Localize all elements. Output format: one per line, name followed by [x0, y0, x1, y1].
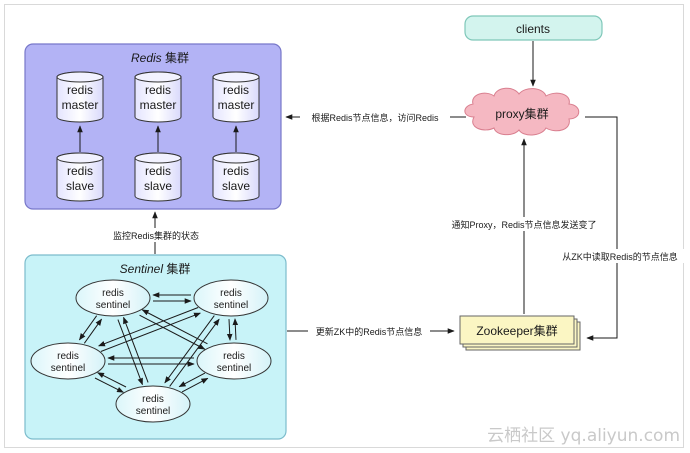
- sentinel-label-line: redis: [223, 351, 245, 362]
- sentinel-label-line: sentinel: [217, 363, 251, 374]
- clients-node: clients: [464, 15, 603, 41]
- clients-box: [464, 15, 603, 41]
- cylinder-top: [56, 71, 104, 83]
- sentinel-label-line: sentinel: [136, 406, 170, 417]
- edge-label-bg: [556, 249, 684, 263]
- sentinel-link-arrow: [98, 307, 199, 347]
- edge-label-bg: [300, 110, 450, 124]
- node-label-line: redis: [67, 83, 93, 97]
- zookeeper-label: Zookeeper集群: [476, 323, 557, 338]
- cylinder-top: [212, 71, 260, 83]
- sentinel-link-arrow: [83, 318, 102, 344]
- node-label-line: master: [140, 98, 177, 112]
- sentinel-cluster-title: Sentinel 集群: [120, 261, 191, 276]
- watermark: 云栖社区 yq.aliyun.com: [487, 426, 680, 446]
- sentinel-link-arrow: [79, 315, 98, 341]
- sentinel-link-arrow: [97, 372, 127, 388]
- sentinel-link-arrow: [181, 377, 209, 393]
- node-label-line: redis: [67, 164, 93, 178]
- sentinel-link-arrow: [178, 372, 206, 388]
- redis-cluster-title: Redis 集群: [131, 50, 189, 65]
- edge-label-sentinel-to-zk: 更新ZK中的Redis节点信息: [316, 326, 423, 337]
- node-label-line: slave: [144, 179, 172, 193]
- sentinel-label-line: redis: [220, 288, 242, 299]
- sentinel-ellipse: [115, 385, 191, 423]
- sentinel-label-line: redis: [57, 351, 79, 362]
- edge-label-proxy-to-redis: 根据Redis节点信息，访问Redis: [311, 112, 439, 123]
- node-label-line: redis: [145, 83, 171, 97]
- node-label-line: redis: [223, 83, 249, 97]
- edge-label-bg: [308, 324, 430, 338]
- node-label-line: redis: [223, 164, 249, 178]
- sentinel-link-arrow: [169, 318, 220, 387]
- sentinel-mesh-arrows: [79, 292, 239, 393]
- node-label-line: master: [62, 98, 99, 112]
- cylinder-top: [134, 71, 182, 83]
- edge-label-sentinel-to-redis: 监控Redis集群的状态: [113, 230, 199, 241]
- sentinel-label-line: redis: [142, 394, 164, 405]
- zookeeper-box: [459, 315, 575, 345]
- sentinel-ellipse: [196, 342, 272, 380]
- cylinder-top: [56, 152, 104, 164]
- sentinel-link-arrow: [141, 309, 208, 345]
- cylinder-top: [134, 152, 182, 164]
- sentinel-link-arrow: [117, 319, 143, 386]
- proxy-read-zk-arrow: [585, 116, 618, 341]
- proxy-cloud: proxy集群: [464, 87, 580, 136]
- sentinel-ellipse: [193, 279, 269, 317]
- redis-cluster-group: Redis 集群 redismasterredisslaveredismaste…: [24, 43, 282, 210]
- edge-label-bg: [446, 217, 602, 231]
- zookeeper-node: Zookeeper集群: [459, 315, 581, 351]
- edge-label-bg: [108, 228, 204, 242]
- node-label-line: slave: [66, 179, 94, 193]
- sentinel-label-line: sentinel: [214, 300, 248, 311]
- proxy-label: proxy集群: [495, 106, 548, 121]
- proxy-cloud-shape: [464, 87, 580, 136]
- node-label-line: redis: [145, 164, 171, 178]
- sentinel-label-line: redis: [102, 288, 124, 299]
- sentinel-ellipse: [75, 279, 151, 317]
- sentinel-label-line: sentinel: [51, 363, 85, 374]
- clients-label: clients: [516, 22, 550, 36]
- sentinel-link-arrow: [232, 318, 239, 340]
- diagram-frame: [4, 4, 684, 448]
- sentinel-link-arrow: [164, 315, 215, 384]
- edge-label-zk-to-proxy: 通知Proxy，Redis节点信息发送变了: [451, 219, 596, 230]
- sentinel-link-arrow: [100, 312, 201, 352]
- sentinel-label-line: sentinel: [96, 300, 130, 311]
- node-label-line: master: [218, 98, 255, 112]
- node-label-line: slave: [222, 179, 250, 193]
- cylinder-top: [212, 152, 260, 164]
- sentinel-link-arrow: [123, 316, 149, 383]
- edge-label-proxy-read-zk: 从ZK中读取Redis的节点信息: [562, 251, 678, 262]
- sentinel-link-arrow: [226, 319, 233, 341]
- sentinel-link-arrow: [94, 377, 124, 393]
- edge-labels: 根据Redis节点信息，访问Redis 监控Redis集群的状态 更新ZK中的R…: [108, 110, 684, 338]
- sentinel-ellipse: [30, 342, 106, 380]
- sentinel-cluster-group: Sentinel 集群 redissentinelredissentinelre…: [24, 254, 287, 440]
